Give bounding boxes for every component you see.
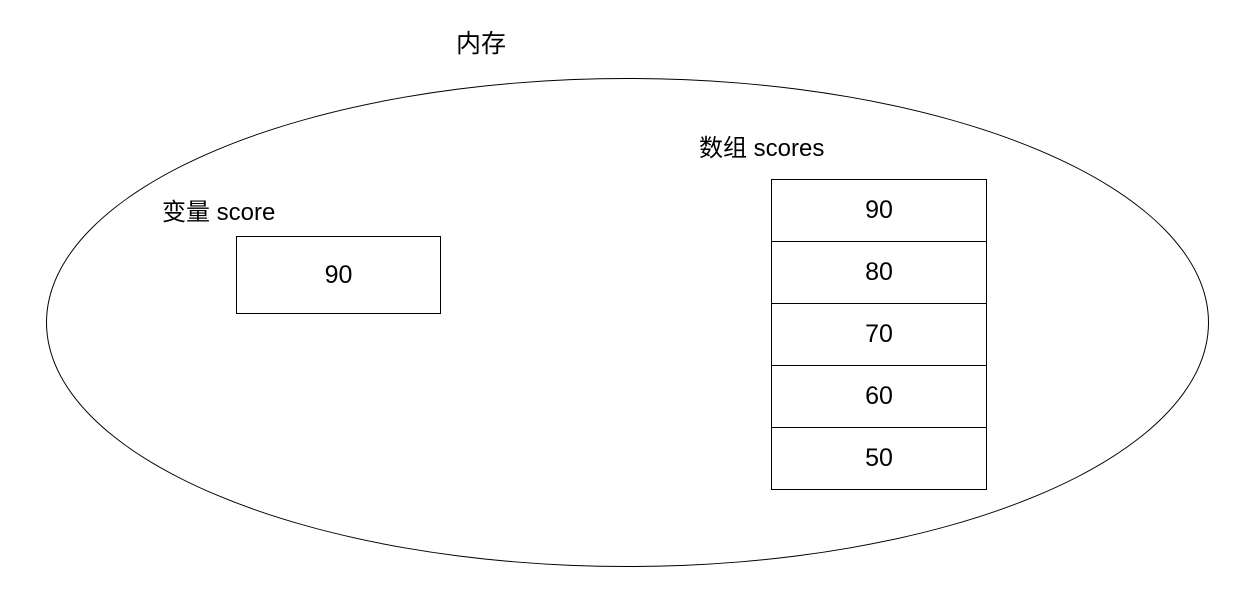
array-cell: 70 bbox=[772, 303, 986, 365]
array-cell: 50 bbox=[772, 427, 986, 489]
array-box: 90 80 70 60 50 bbox=[771, 179, 987, 490]
variable-label: 变量 score bbox=[162, 199, 276, 226]
array-cell: 80 bbox=[772, 241, 986, 303]
diagram-title: 内存 bbox=[456, 30, 507, 58]
array-cell: 90 bbox=[865, 196, 893, 224]
array-cell: 60 bbox=[772, 365, 986, 427]
variable-box: 90 bbox=[236, 236, 441, 314]
array-label: 数组 scores bbox=[699, 135, 825, 162]
memory-boundary-ellipse bbox=[46, 78, 1209, 567]
variable-value: 90 bbox=[324, 260, 353, 289]
